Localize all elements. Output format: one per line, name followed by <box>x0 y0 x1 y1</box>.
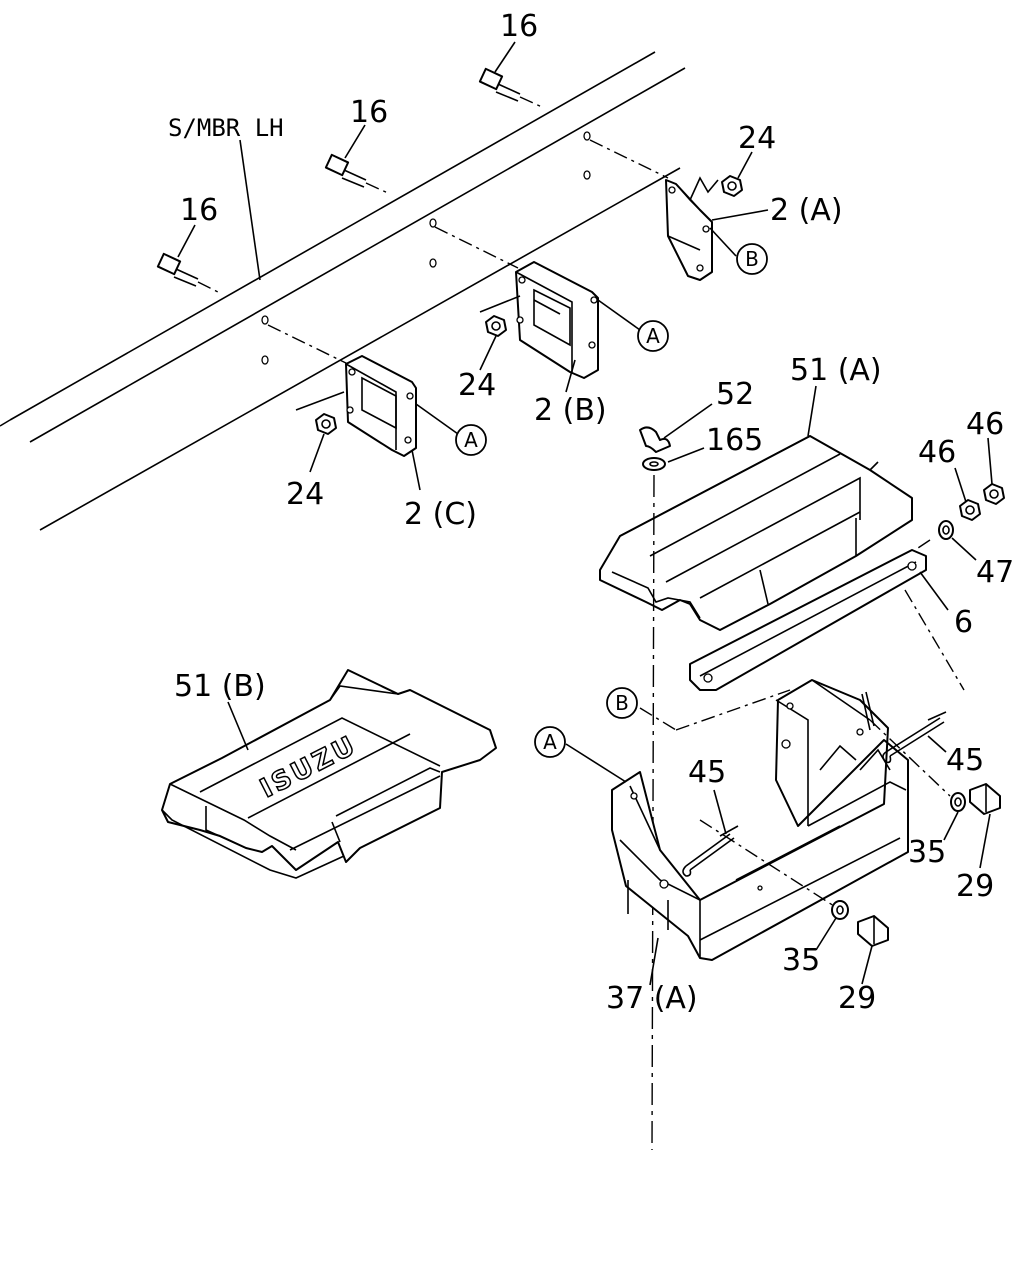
nut-46-a <box>959 499 981 521</box>
svg-text:B: B <box>745 247 759 271</box>
svg-text:B: B <box>615 691 629 715</box>
label-45-left: 45 <box>688 755 726 790</box>
label-46-a: 46 <box>918 435 956 470</box>
bracket-2c <box>345 355 417 457</box>
label-s-mbr-lh: S/MBR LH <box>168 114 284 142</box>
svg-text:A: A <box>464 428 478 452</box>
battery-tray-37a <box>611 679 909 961</box>
svg-text:A: A <box>543 730 557 754</box>
nut-24-c <box>315 413 337 435</box>
label-24-c: 24 <box>286 477 324 512</box>
callout-a-2: A <box>455 424 487 456</box>
callout-a-1: A <box>637 320 669 352</box>
nut-24-a <box>721 175 743 197</box>
label-52: 52 <box>716 377 754 412</box>
hold-down-bar-6 <box>689 549 927 691</box>
label-16-top: 16 <box>500 9 538 44</box>
label-165: 165 <box>706 423 763 458</box>
label-51b: 51 (B) <box>174 669 266 704</box>
label-37a: 37 (A) <box>606 981 698 1016</box>
label-35-left: 35 <box>782 943 820 978</box>
bolt-16-middle <box>324 153 391 195</box>
label-16-middle: 16 <box>350 95 388 130</box>
label-2b: 2 (B) <box>534 393 607 428</box>
nut-46-b <box>983 483 1005 505</box>
side-member-rail <box>0 51 686 531</box>
label-46-b: 46 <box>966 407 1004 442</box>
j-bolt-45-right <box>882 711 947 764</box>
label-6: 6 <box>954 605 973 640</box>
washer-35-left <box>831 900 849 920</box>
washer-35-right <box>950 792 966 812</box>
label-51a: 51 (A) <box>790 353 882 388</box>
bracket-2a <box>665 176 719 281</box>
cover-51b <box>161 669 497 879</box>
j-bolt-45-left <box>682 825 739 877</box>
svg-text:A: A <box>646 324 660 348</box>
washer-47 <box>938 520 954 540</box>
label-24-b: 24 <box>458 368 496 403</box>
label-29-left: 29 <box>838 981 876 1016</box>
washer-165 <box>642 457 666 471</box>
label-47: 47 <box>976 555 1014 590</box>
label-45-right: 45 <box>946 743 984 778</box>
bracket-2b <box>515 261 599 379</box>
bolt-29-right <box>969 783 1001 815</box>
label-2c: 2 (C) <box>404 497 477 532</box>
bolt-29-left <box>857 915 889 947</box>
callout-b-1: B <box>736 243 768 275</box>
callout-b-2: B <box>606 687 638 719</box>
bolt-16-left <box>156 252 221 294</box>
label-35-right: 35 <box>908 835 946 870</box>
callout-a-3: A <box>534 726 566 758</box>
nut-24-b <box>485 315 507 337</box>
label-29-right: 29 <box>956 869 994 904</box>
label-16-left: 16 <box>180 193 218 228</box>
label-2a: 2 (A) <box>770 193 843 228</box>
bolt-16-top <box>478 67 543 108</box>
label-24-a: 24 <box>738 121 776 156</box>
wing-nut-52 <box>639 426 671 453</box>
